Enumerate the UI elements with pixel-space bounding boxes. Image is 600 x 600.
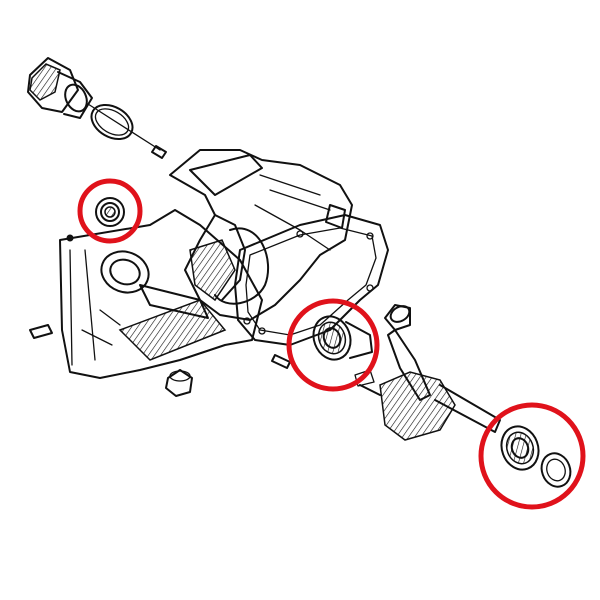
ball-bearing-right-part — [500, 425, 540, 471]
ball-bearing-center-part — [312, 315, 373, 361]
crankshaft — [354, 304, 501, 441]
oil-seal-right — [540, 452, 572, 488]
crankcase-left-half — [29, 209, 263, 379]
dowel-pin — [271, 354, 291, 369]
oil-pump-assembly — [27, 57, 167, 159]
highlight-circle-oil-seal-left — [77, 178, 143, 244]
crankcase-right-half — [169, 149, 353, 321]
highlight-circle-ball-bearing-center — [286, 298, 380, 392]
highlight-circle-ball-bearing-right — [478, 402, 586, 510]
crankcase-gasket — [234, 214, 389, 346]
oil-seal — [95, 197, 125, 227]
o-ring — [90, 103, 134, 141]
plug-cap — [165, 369, 193, 397]
